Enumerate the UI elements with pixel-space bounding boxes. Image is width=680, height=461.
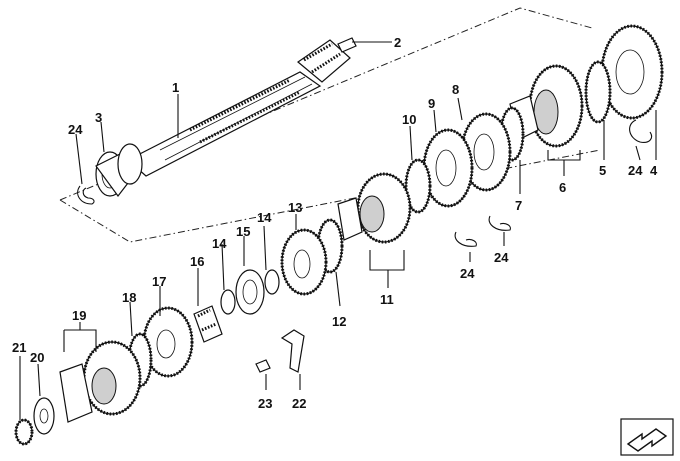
callout-20: 20 [30,350,44,365]
view-arrow-icon[interactable] [620,418,674,456]
callout-4: 4 [650,163,658,178]
callout-18: 18 [122,290,136,305]
circlip-24a[interactable] [77,185,95,205]
callout-11: 11 [380,292,394,307]
callout-23: 23 [258,396,272,411]
circlip-24d[interactable] [454,231,477,247]
circlip-24b[interactable] [629,119,653,143]
circlip-24c[interactable] [488,215,511,231]
callout-21: 21 [12,340,26,355]
callout-3: 3 [95,110,102,125]
ball-bearing-3[interactable] [95,143,143,197]
callout-labels: 1 2 3 4 5 6 7 8 9 10 11 12 13 14 14 15 1… [12,35,658,411]
needle-bearing-15[interactable] [235,269,265,315]
callout-13: 13 [288,200,302,215]
screw-23[interactable] [255,359,271,373]
lock-plate-22[interactable] [280,329,305,373]
synchro-ring-5[interactable] [584,60,612,124]
callout-10: 10 [402,112,416,127]
callout-12: 12 [332,314,346,329]
washer-14b[interactable] [220,289,236,315]
washer-14a[interactable] [264,269,280,295]
nut-21[interactable] [14,418,34,446]
main-shaft[interactable] [126,39,351,177]
callout-24a: 24 [68,122,83,137]
washer-20[interactable] [33,397,55,435]
callout-6: 6 [559,180,566,195]
synchro-assembly-11[interactable] [337,172,412,244]
gear-9[interactable] [422,128,474,208]
callout-24c: 24 [494,250,509,265]
gear-13[interactable] [280,228,328,296]
callout-5: 5 [599,163,606,178]
callout-8: 8 [452,82,459,97]
leader-lines [19,41,657,420]
gear-17[interactable] [142,306,194,378]
callout-22: 22 [292,396,306,411]
callout-7: 7 [515,198,522,213]
callout-9: 9 [428,96,435,111]
callout-2: 2 [394,35,401,50]
callout-1: 1 [172,80,179,95]
callout-24d: 24 [460,266,475,281]
callout-16: 16 [190,254,204,269]
callout-17: 17 [152,274,166,289]
needle-bearing-16[interactable] [193,305,223,343]
synchro-ring-10[interactable] [404,158,432,214]
shaft-pin[interactable] [337,37,357,53]
gear-4[interactable] [600,24,664,120]
synchro-assembly-19[interactable] [59,340,142,423]
callout-19: 19 [72,308,86,323]
callout-15: 15 [236,224,250,239]
callout-24b: 24 [628,163,643,178]
callout-14b: 14 [212,236,227,251]
callout-14a: 14 [257,210,272,225]
